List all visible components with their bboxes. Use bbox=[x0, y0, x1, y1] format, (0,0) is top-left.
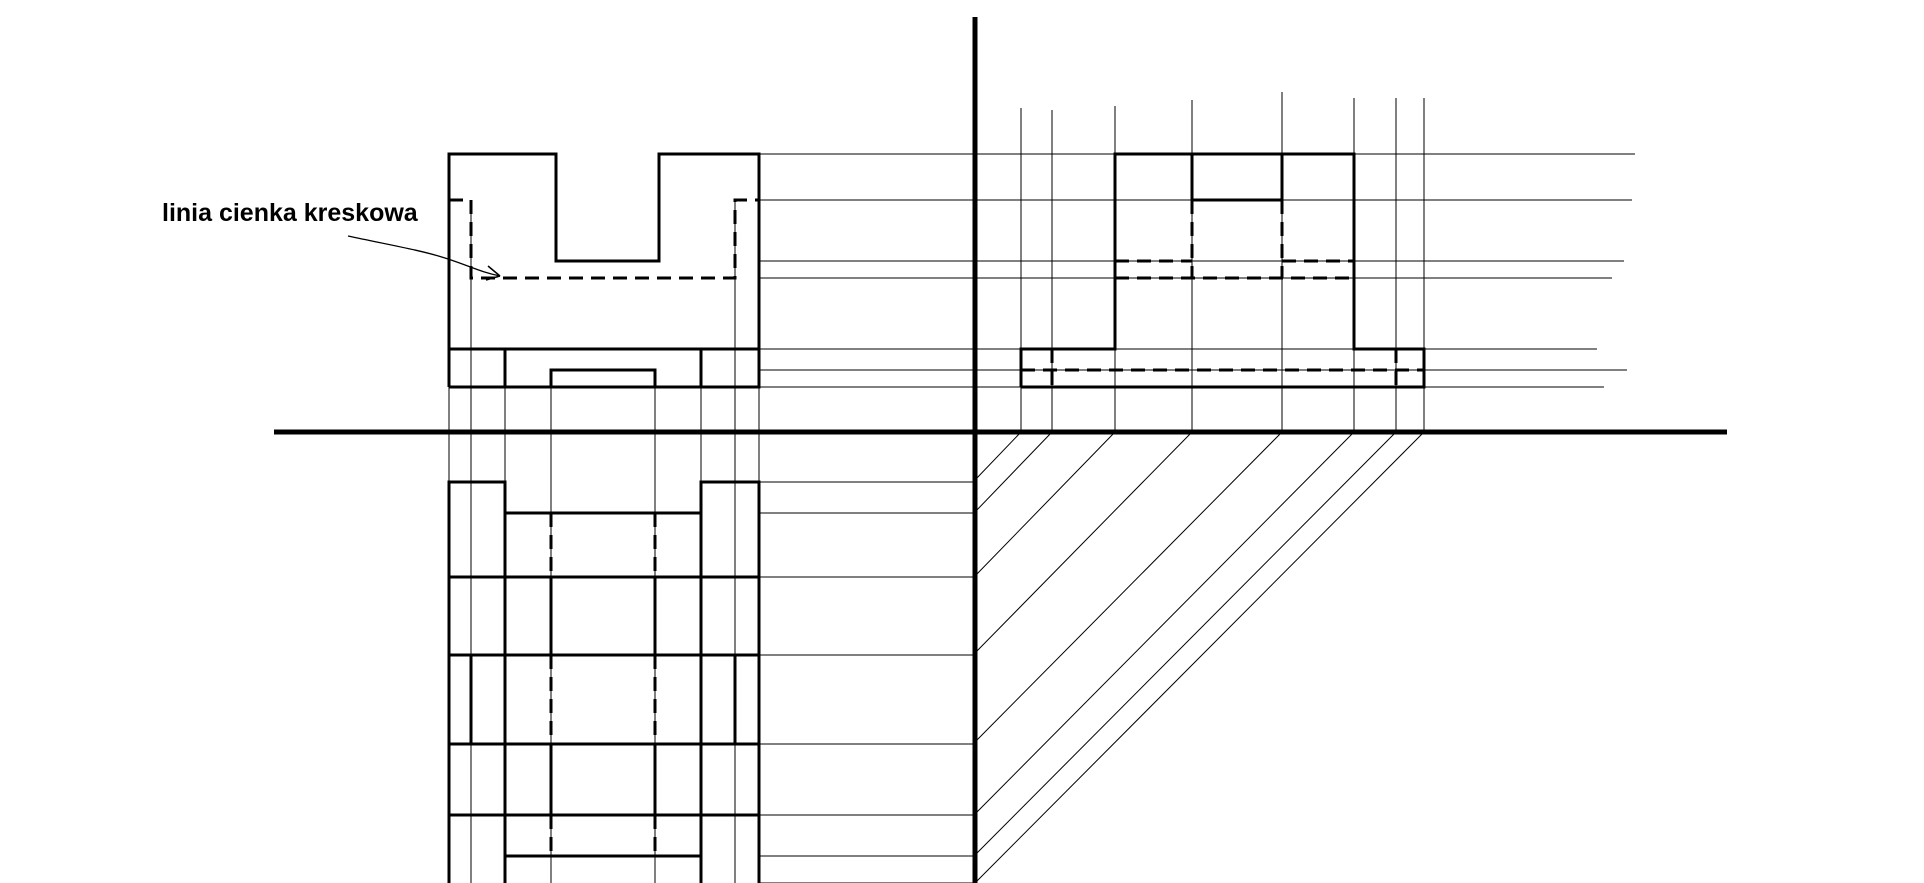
front-view-outline bbox=[447, 152, 761, 389]
side-view-outline bbox=[1019, 152, 1426, 389]
top-view-hidden-lines bbox=[549, 513, 657, 856]
annotation-label: linia cienka kreskowa bbox=[162, 199, 419, 227]
top-view bbox=[447, 480, 761, 883]
side-view-hidden-lines bbox=[1021, 200, 1424, 387]
front-view-hidden-lines bbox=[449, 198, 759, 280]
horizontal-projection-lines-upper bbox=[759, 153, 1635, 388]
vertical-projection-lines-side bbox=[1020, 92, 1425, 432]
vertical-projection-lines-front bbox=[448, 154, 760, 883]
annotation: linia cienka kreskowa bbox=[162, 199, 501, 281]
front-view bbox=[447, 152, 761, 389]
top-view-outline bbox=[447, 480, 761, 883]
horizontal-projection-lines-lower bbox=[759, 481, 975, 883]
diagonal-transfer-lines bbox=[974, 431, 1425, 883]
arrowhead-icon bbox=[485, 265, 501, 281]
side-view bbox=[1019, 152, 1426, 389]
projection-axes bbox=[274, 17, 1727, 883]
annotation-arrow bbox=[347, 235, 501, 277]
